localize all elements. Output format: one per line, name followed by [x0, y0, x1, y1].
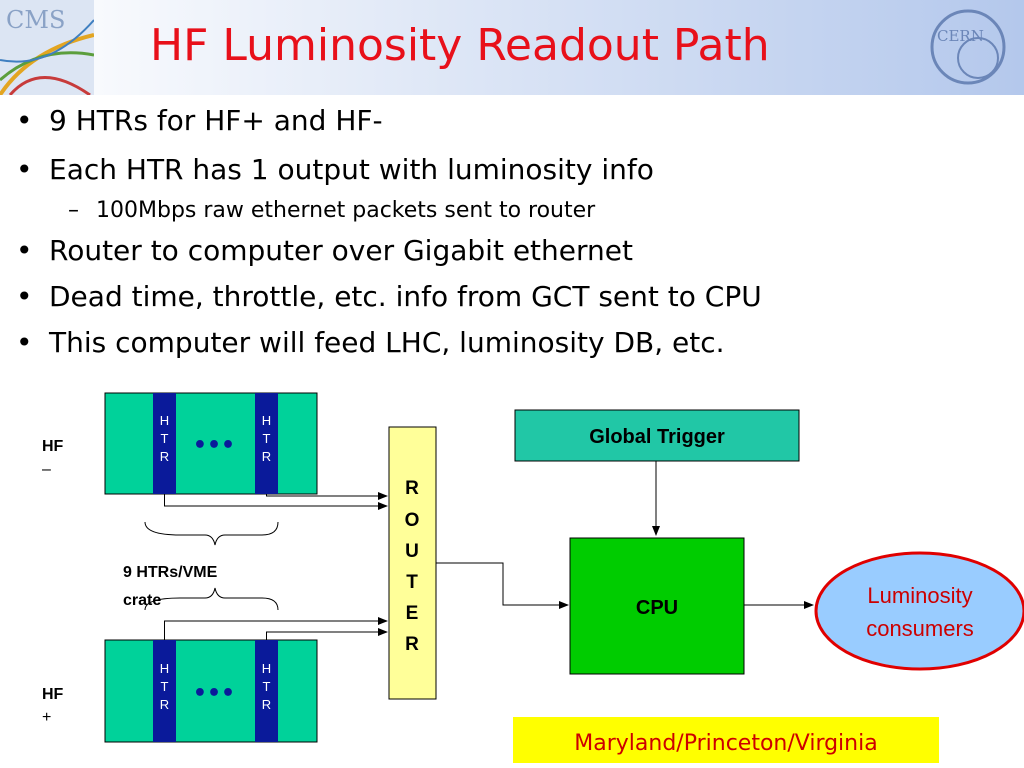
hf-plus-label: HF: [42, 686, 64, 703]
htr-card-letter: R: [160, 449, 169, 464]
htr-to-router-arrow: [266, 628, 388, 640]
hf-minus-crate: [104, 392, 318, 495]
bullet-mark: •: [16, 326, 33, 359]
hf-minus-sign: –: [42, 461, 51, 478]
htr-card: [255, 640, 278, 742]
htr-card-letter: H: [262, 413, 271, 428]
bullet-text: Router to computer over Gigabit ethernet: [49, 234, 633, 267]
ellipsis: •••: [193, 433, 235, 458]
consumers-label: consumers: [866, 616, 974, 641]
router-letter: U: [405, 541, 419, 562]
htr-card-letter: T: [263, 431, 271, 446]
htr-card-letter: T: [161, 431, 169, 446]
htr-to-router-arrow: [164, 617, 388, 640]
htr-card-letter: R: [160, 697, 169, 712]
consumers-ellipse: [814, 551, 1024, 671]
bullet-text: Each HTR has 1 output with luminosity in…: [49, 153, 654, 186]
sub-bullet-text: 100Mbps raw ethernet packets sent to rou…: [96, 198, 596, 223]
htr-card-letter: R: [262, 697, 271, 712]
hf-plus-sign: +: [42, 709, 51, 726]
cpu-box: [569, 537, 745, 675]
sub-bullet-mark: –: [68, 198, 79, 223]
global-trigger-box: [514, 409, 800, 462]
router-box: [388, 426, 437, 700]
global-trigger-label: Global Trigger: [589, 426, 725, 448]
router-letter: O: [405, 510, 420, 531]
bullet-mark: •: [16, 153, 33, 186]
htr-card-letter: H: [160, 413, 169, 428]
hf-plus-crate: [104, 639, 318, 743]
header-band: [0, 0, 1024, 95]
htr-card: [153, 640, 176, 742]
crate-note: 9 HTRs/VME: [123, 564, 218, 581]
page-title: HF Luminosity Readout Path: [150, 20, 770, 71]
footer-text: Maryland/Princeton/Virginia: [574, 731, 877, 756]
hf-minus-label: HF: [42, 438, 64, 455]
htr-card: [153, 393, 176, 494]
consumers-label: Luminosity: [867, 583, 972, 608]
router-letter: R: [405, 634, 419, 655]
cpu-label: CPU: [636, 597, 678, 619]
crate-note: crate: [123, 592, 161, 609]
bullet-text: Dead time, throttle, etc. info from GCT …: [49, 280, 762, 313]
htr-card: [255, 393, 278, 494]
htr-card-letter: T: [161, 679, 169, 694]
router-to-cpu-arrow: [436, 562, 569, 609]
cms-logo-graphic: [0, 19, 94, 95]
htr-card-letter: T: [263, 679, 271, 694]
bullet-mark: •: [16, 104, 33, 137]
ellipsis: •••: [193, 681, 235, 706]
router-letter: T: [406, 572, 418, 593]
htr-card-letter: H: [262, 661, 271, 676]
cms-logo: CMS: [0, 0, 94, 95]
router-letter: E: [406, 603, 419, 624]
bullet-text: This computer will feed LHC, luminosity …: [49, 326, 725, 359]
cms-logo-text: CMS: [6, 6, 66, 34]
htr-card-letter: H: [160, 661, 169, 676]
crate-brace: [144, 521, 279, 546]
footer-box: [513, 717, 939, 763]
bullet-text: 9 HTRs for HF+ and HF-: [49, 104, 383, 137]
router-letter: R: [405, 478, 419, 499]
htr-card-letter: R: [262, 449, 271, 464]
crate-brace: [144, 587, 279, 611]
cern-logo: [930, 9, 1006, 85]
cern-logo-text: CERN: [937, 27, 984, 45]
htr-to-router-arrow: [164, 494, 388, 510]
htr-to-router-arrow: [266, 492, 388, 500]
bullet-mark: •: [16, 280, 33, 313]
bullet-mark: •: [16, 234, 33, 267]
